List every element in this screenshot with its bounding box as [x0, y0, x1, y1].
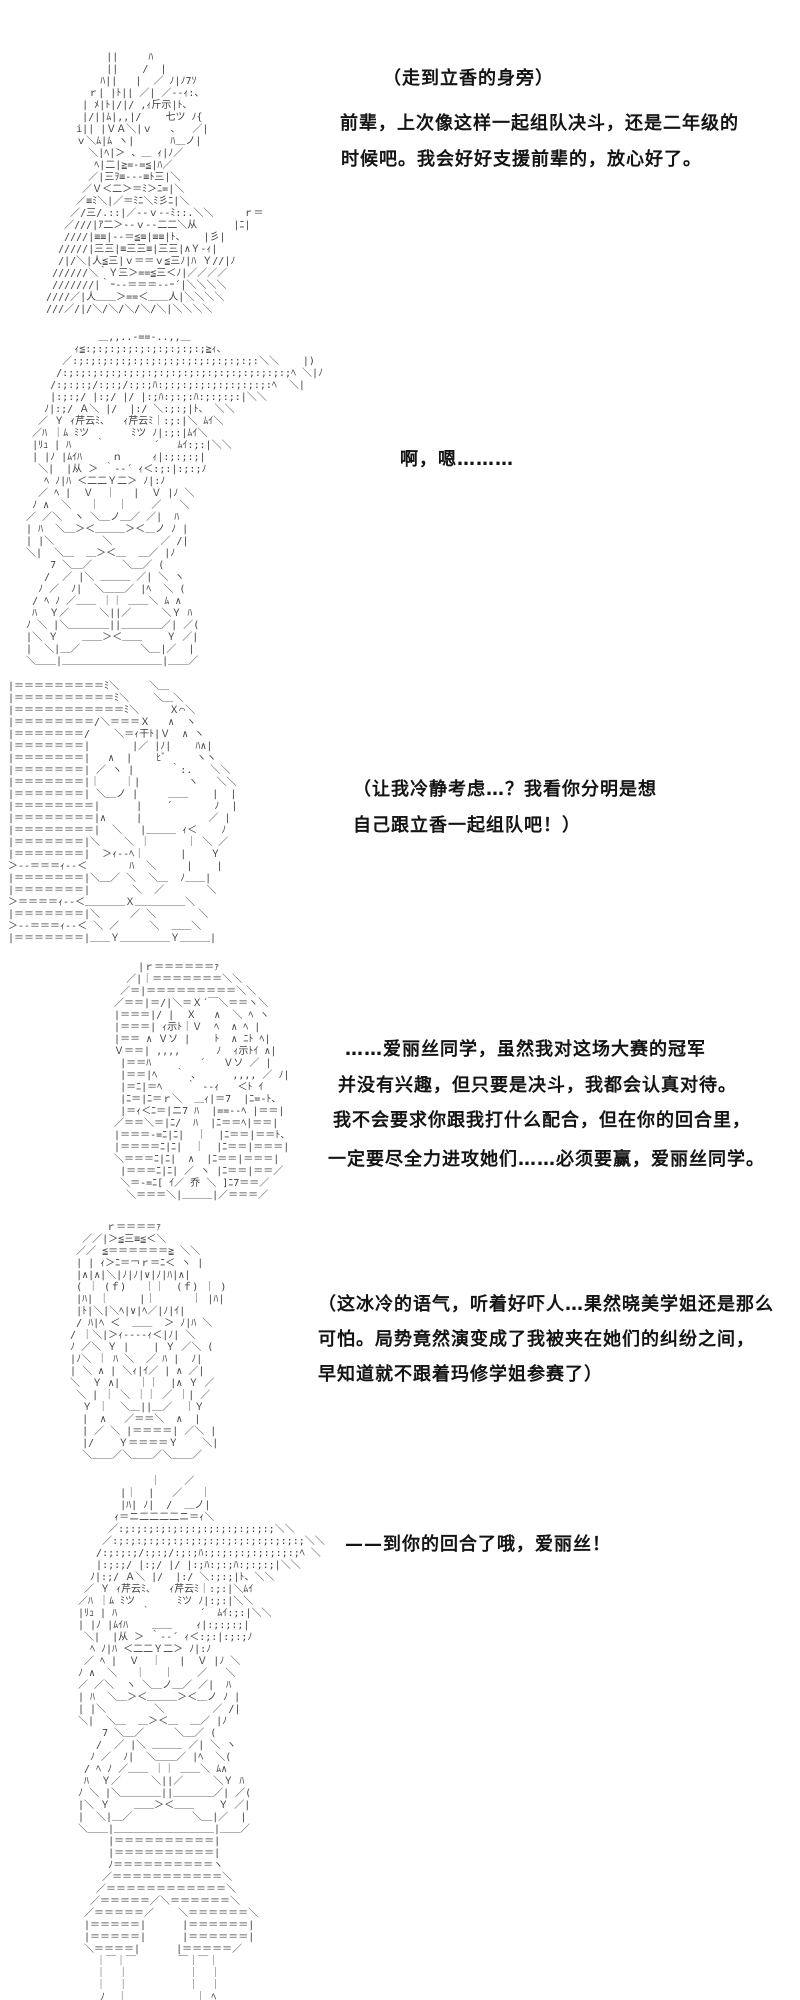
dialogue-line-5: （让我冷静考虑…？我看你分明是想	[353, 779, 657, 800]
dialogue-line-14: ——到你的回合了哦，爱丽丝！	[345, 1534, 611, 1555]
dialogue-line-9: 我不会要求你跟我打什么配合，但在你的回合里，	[333, 1110, 751, 1131]
ascii-art-panel-4: |ｒ＝＝＝＝＝＝ｧ ／|｜＝＝＝＝＝＝＝＼＼ ／＝|＝＝＝＝＝＝＝＝＝＼＼ ／＝…	[114, 962, 291, 1201]
dialogue-line-7: ……爱丽丝同学，虽然我对这场大赛的冠军	[345, 1039, 706, 1060]
dialogue-line-3: 时候吧。我会好好支援前辈的，放心好了。	[341, 149, 702, 170]
ascii-art-panel-1: || ﾊ || / | ﾊ|| | ／ ﾉ|ﾉ7ｿ ｒ| |ﾄ|| ／| ／--…	[46, 52, 264, 315]
ascii-art-panel-5: ｒ＝＝＝＝ｧ ／／|＞≦三≡≦＜＼ ／／ ≦＝＝＝＝＝＝≧ ＼＼ | | ｨ＞ﾆ…	[70, 1222, 227, 1461]
dialogue-line-8: 并没有兴趣，但只要是决斗，我都会认真对待。	[338, 1075, 737, 1096]
ascii-art-panel-6: ｜ ／ |｜ | ／ ｜ |ﾊ| ﾉ| / ＿ノ| ｨ＝ニ二二二二ニ＝ｨ＼ ／:…	[78, 1476, 325, 2000]
ascii-art-panel-3: |＝＝＝＝＝＝＝＝＝ﾐ＼ ＼＿ |＝＝＝＝＝＝＝＝＝＝ﾐ＼ ＼＿＼ |＝＝＝＝＝…	[8, 681, 238, 944]
dialogue-line-12: 可怕。局势竟然演变成了我被夹在她们的纠纷之间，	[318, 1329, 755, 1350]
dialogue-line-2: 前辈，上次像这样一起组队决斗，还是二年级的	[340, 113, 739, 134]
dialogue-line-13: 早知道就不跟着玛修学姐参赛了）	[318, 1364, 603, 1385]
dialogue-line-10: 一定要尽全力进攻她们……必须要赢，爱丽丝同学。	[328, 1149, 765, 1170]
dialogue-line-6: 自己跟立香一起组队吧！）	[353, 815, 581, 836]
dialogue-line-4: 啊，嗯………	[400, 449, 514, 470]
dialogue-line-1: （走到立香的身旁）	[383, 68, 554, 89]
dialogue-line-11: （这冰冷的语气，听着好吓人…果然晓美学姐还是那么	[318, 1294, 774, 1315]
ascii-art-panel-2: ＿,,..-==-..,,＿ ｨ≦:;:;:;:;:;:;:;:;:;:;≧ｨ、…	[26, 332, 324, 667]
